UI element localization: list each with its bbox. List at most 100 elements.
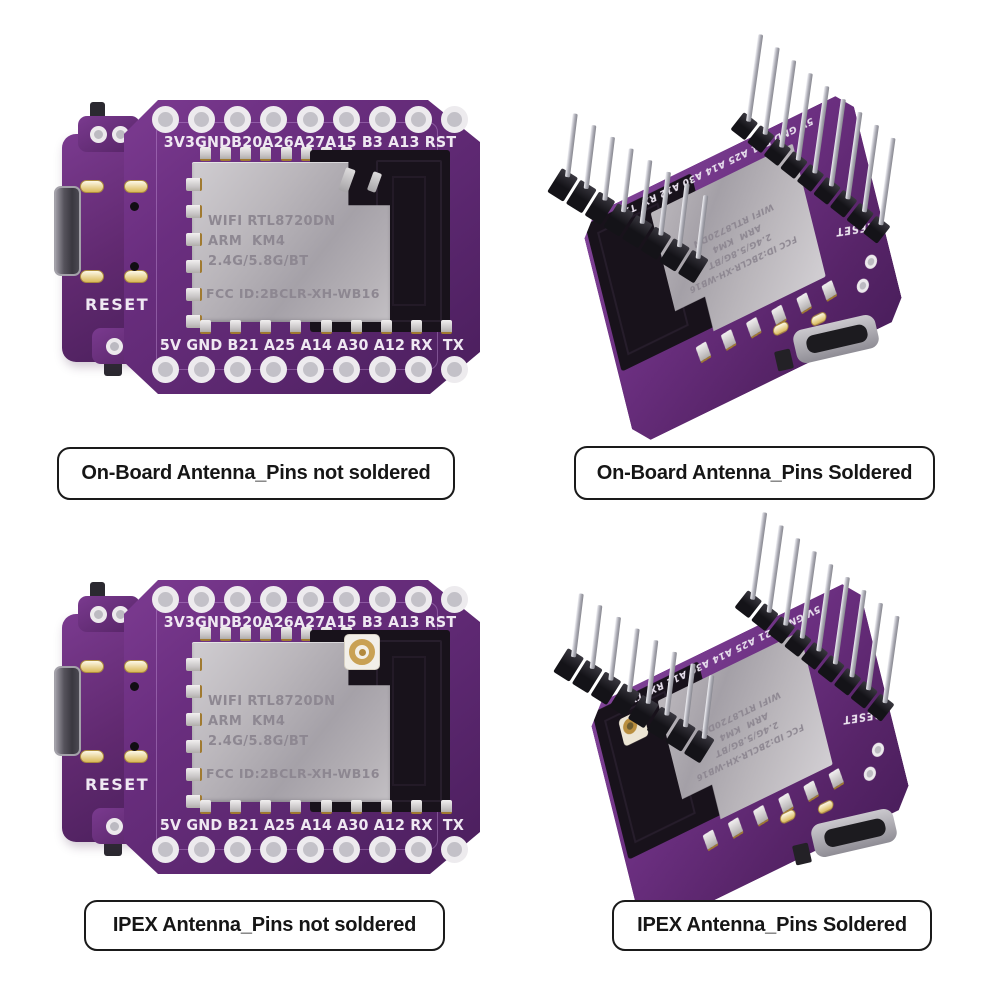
gold-pad [124, 660, 148, 673]
pin-hole [152, 836, 179, 863]
castellated-pads-left [186, 178, 202, 328]
test-point [130, 262, 139, 271]
solder-pad [240, 147, 252, 161]
mount-hole [89, 125, 107, 143]
module-marking: WIFI RTL8720DN [208, 214, 336, 229]
gold-pad [80, 660, 104, 673]
devboard-ipex-antenna-not-soldered: 3V3GNDB20A26A27A15 B3 A13 RST WIFI RTL87… [54, 578, 483, 878]
pin-hole [368, 836, 396, 863]
pin-hole [404, 356, 432, 383]
pin-metal [602, 136, 615, 201]
fcc-id-marking: FCC ID:2BCLR-XH-WB16 [206, 286, 380, 301]
ipex-pin [359, 649, 366, 656]
solder-pad [753, 805, 769, 827]
castellated-pads-left [186, 658, 202, 808]
pin-hole [224, 356, 252, 383]
solder-pad [260, 800, 272, 814]
gold-pad [80, 270, 104, 283]
caption-ipex-not-soldered: IPEX Antenna_Pins not soldered [84, 900, 445, 951]
pin-holes-bottom [152, 836, 468, 863]
pin-hole [224, 836, 252, 863]
devboard-onboard-antenna-soldered: FCC ID:2BCLR-XH-WB16 2.4G/5.8G/BT ARM KM… [538, 34, 968, 426]
pin-metal [564, 113, 578, 178]
solder-pad [290, 320, 302, 334]
solder-pad [350, 320, 362, 334]
solder-pad [280, 147, 292, 161]
pin-hole [296, 836, 324, 863]
solder-pad [410, 320, 422, 334]
pin-hole [404, 106, 432, 133]
pin-holes-top [152, 586, 468, 613]
module-marking: 2.4G/5.8G/BT [208, 734, 309, 749]
solder-pad [260, 147, 272, 161]
solder-pad [220, 147, 232, 161]
module-marking: ARM KM4 [208, 234, 286, 249]
solder-pad [240, 627, 252, 641]
gold-pad [80, 750, 104, 763]
pin-hole [152, 586, 179, 613]
pin-hole [260, 356, 288, 383]
pin-metal [745, 34, 763, 122]
solder-pad [441, 800, 452, 814]
antenna-trace [392, 656, 426, 786]
solder-pad [796, 292, 812, 314]
pin-metal [882, 615, 900, 704]
solder-pad [186, 767, 202, 781]
solder-pad [320, 800, 332, 814]
pin-metal [762, 47, 780, 135]
caption-text: IPEX Antenna_Pins not soldered [112, 914, 417, 936]
pin-labels-top: 3V3GNDB20A26A27A15 B3 A13 RST [163, 133, 457, 151]
solder-pad [200, 800, 211, 814]
pin-hole [296, 586, 324, 613]
solder-pad [441, 320, 452, 334]
pin-metal [878, 137, 896, 226]
pin-holes-top [152, 106, 468, 133]
gold-pad [124, 270, 148, 283]
pin-labels-bottom: 5V GND B21 A25 A14 A30 A12 RX TX [159, 816, 465, 834]
test-point [130, 682, 139, 691]
antenna-trace [392, 176, 426, 306]
solder-pad [186, 232, 202, 246]
module-marking: ARM KM4 [208, 714, 286, 729]
pin-metal [583, 125, 596, 190]
pin-holes-bottom [152, 356, 468, 383]
caption-onboard-soldered: On-Board Antenna_Pins Soldered [574, 446, 935, 500]
reset-label: RESET [85, 775, 150, 794]
mount-hole [855, 276, 870, 295]
solder-pad [230, 800, 242, 814]
pin-hole [368, 586, 396, 613]
module-marking: 2.4G/5.8G/BT [208, 254, 309, 269]
solder-pad [200, 147, 211, 161]
pin-hole [332, 586, 360, 613]
solder-pad [186, 712, 202, 726]
solder-pad [695, 341, 711, 363]
pin-hole [260, 586, 288, 613]
solder-pad [350, 800, 362, 814]
pin-hole [188, 356, 216, 383]
solder-pad [821, 280, 837, 302]
solder-pad [186, 287, 202, 301]
mount-hole [105, 337, 123, 355]
pin-hole [441, 836, 468, 863]
pin-hole [296, 356, 324, 383]
pin-hole [260, 106, 288, 133]
pin-hole [404, 586, 432, 613]
pin-hole [404, 836, 432, 863]
pin-labels-top: 3V3GNDB20A26A27A15 B3 A13 RST [163, 613, 457, 631]
pin-metal [570, 593, 584, 658]
pin-hole [296, 106, 324, 133]
solder-pad [380, 800, 392, 814]
solder-pad [186, 205, 202, 219]
solder-pad [200, 627, 211, 641]
solder-pad [721, 329, 737, 351]
pin-metal [766, 525, 784, 613]
mount-hole [105, 817, 123, 835]
fcc-id-marking: FCC ID:2BCLR-XH-WB16 [206, 766, 380, 781]
mount-hole [864, 252, 879, 271]
pin-metal [626, 628, 640, 693]
solder-pad [300, 147, 312, 161]
pin-hole [188, 586, 216, 613]
solder-pads-bottom [200, 320, 452, 334]
solder-pads-bottom [200, 800, 452, 814]
pin-hole [260, 836, 288, 863]
